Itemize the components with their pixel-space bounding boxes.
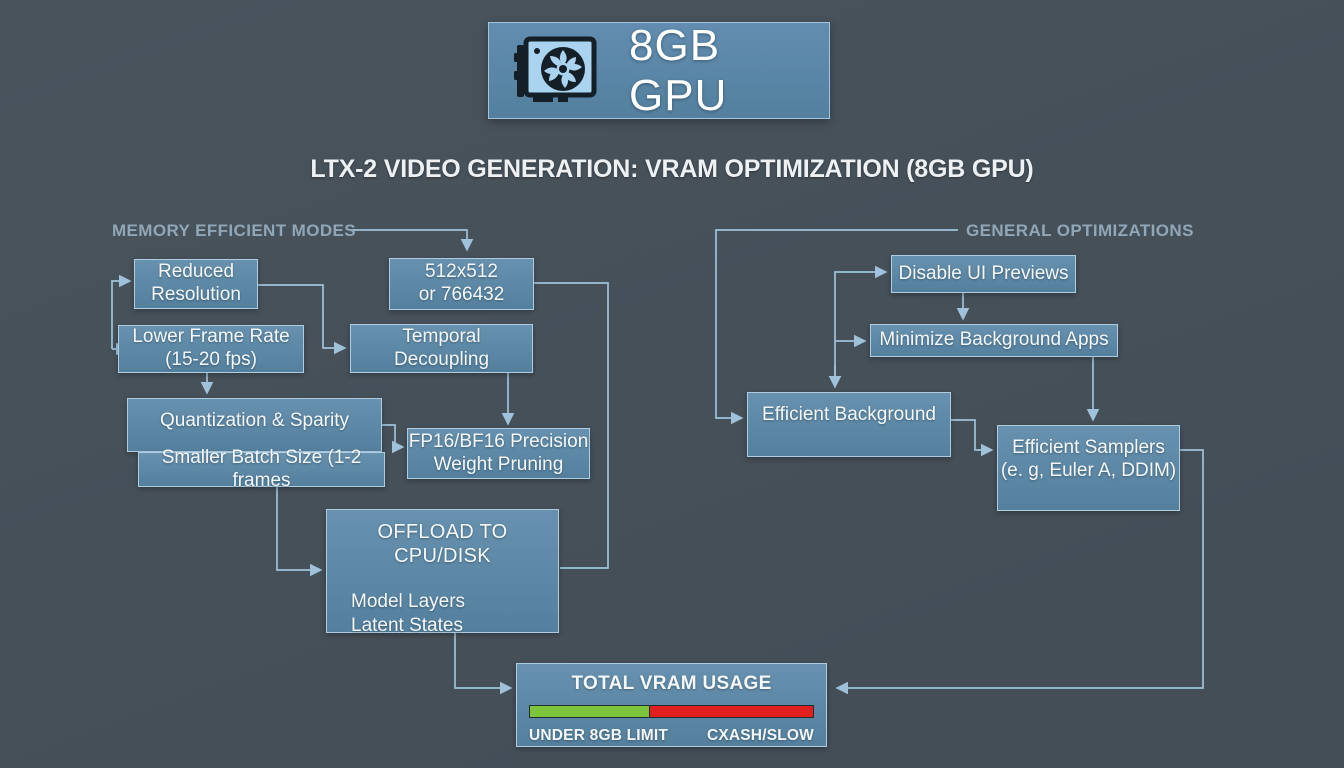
node-efficient-samplers: Efficient Samplers (e. g, Euler A, DDIM): [997, 425, 1180, 511]
node-smaller-batch-size: Smaller Batch Size (1-2 frames: [138, 447, 385, 491]
node-temporal-decoupling: Temporal Decoupling: [350, 324, 533, 373]
node-title: TOTAL VRAM USAGE: [571, 673, 772, 694]
node-minimize-background-apps: Minimize Background Apps: [870, 324, 1118, 357]
node-text: Smaller Batch Size (1-2 frames: [161, 446, 362, 491]
gpu-badge: 8GB GPU: [488, 20, 830, 120]
node-total-vram-usage: TOTAL VRAM USAGE UNDER 8GB LIMIT CXASH/S…: [516, 663, 827, 747]
node-text: (e. g, Euler A, DDIM): [1000, 459, 1177, 481]
node-quantization-sparsity: Quantization & Sparity: [127, 398, 382, 452]
vram-label-crash-slow: CXASH/SLOW: [706, 727, 814, 745]
section-label-general-optimizations: GENERAL OPTIMIZATIONS: [966, 221, 1194, 240]
node-text: Latent States: [351, 614, 463, 636]
node-fp16-precision: FP16/BF16 Precision Weight Pruning: [407, 428, 590, 479]
node-text: Temporal: [402, 325, 481, 347]
node-text: Efficient Background: [762, 404, 936, 425]
node-efficient-background: Efficient Background: [747, 392, 951, 457]
node-title: OFFLOAD TO CPU/DISK: [377, 521, 508, 567]
vram-usage-bar: [529, 704, 814, 719]
vram-bar-green: [530, 705, 650, 718]
node-text: Disable UI Previews: [898, 262, 1069, 284]
gpu-card-icon: [513, 31, 605, 111]
node-text: (15-20 fps): [165, 349, 257, 370]
node-text: Reduced: [157, 261, 235, 283]
node-text: Decoupling: [393, 348, 490, 370]
node-reduced-resolution: Reduced Resolution: [134, 259, 258, 309]
node-text: or 766432: [418, 284, 505, 305]
node-text: Quantization & Sparity: [159, 410, 350, 431]
node-text: Minimize Background Apps: [879, 329, 1109, 351]
node-lower-frame-rate: Lower Frame Rate (15-20 fps): [118, 325, 304, 373]
node-text: FP16/BF16 Precision: [408, 430, 589, 452]
node-text: 512x512: [425, 261, 498, 283]
node-resolution-values: 512x512 or 766432: [389, 258, 534, 310]
node-text: Resolution: [151, 284, 241, 305]
node-disable-ui-previews: Disable UI Previews: [891, 255, 1076, 293]
node-text: Lower Frame Rate: [132, 326, 290, 348]
node-text: Model Layers: [351, 591, 466, 612]
gpu-badge-label: 8GB GPU: [629, 20, 728, 120]
node-text: Weight Pruning: [433, 453, 564, 475]
section-label-memory-modes: MEMORY EFFICIENT MODES: [112, 221, 356, 240]
node-offload-cpu-disk: OFFLOAD TO CPU/DISK Model Layers Latent …: [326, 509, 559, 636]
vram-label-under-limit: UNDER 8GB LIMIT: [529, 727, 669, 745]
node-text: Efficient Samplers: [1012, 437, 1165, 458]
page-title: LTX-2 VIDEO GENERATION: VRAM OPTIMIZATIO…: [310, 155, 1034, 183]
